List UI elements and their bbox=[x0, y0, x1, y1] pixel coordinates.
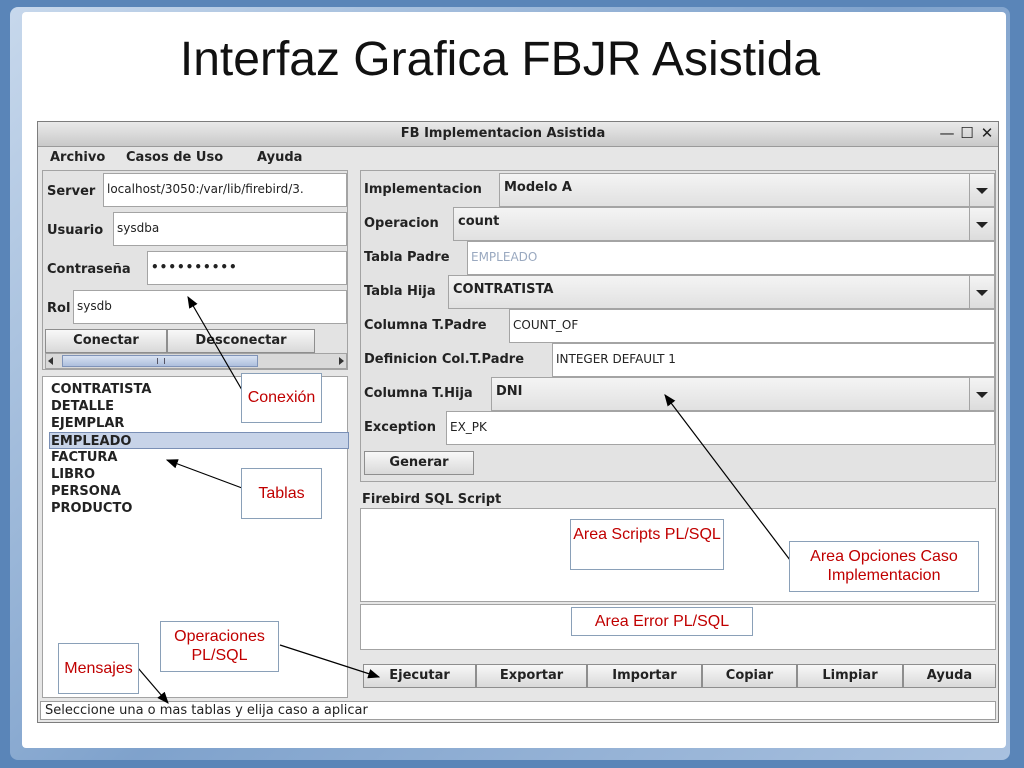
callout-mensajes: Mensajes bbox=[58, 643, 139, 694]
title-bar[interactable]: FB Implementacion Asistida — ☐ ✕ bbox=[38, 122, 998, 147]
role-input[interactable]: sysdb bbox=[73, 290, 347, 324]
role-label: Rol bbox=[47, 301, 71, 316]
callout-area-opciones: Area Opciones Caso Implementacion bbox=[789, 541, 979, 592]
menu-archivo[interactable]: Archivo bbox=[50, 150, 106, 165]
operacion-label: Operacion bbox=[364, 216, 439, 231]
callout-area-error: Area Error PL/SQL bbox=[571, 607, 753, 636]
menu-casos-de-uso[interactable]: Casos de Uso bbox=[126, 150, 224, 165]
export-button[interactable]: Exportar bbox=[476, 664, 587, 688]
slide-title: Interfaz Grafica FBJR Asistida bbox=[179, 33, 821, 86]
import-button[interactable]: Importar bbox=[587, 664, 702, 688]
columna-hija-select[interactable]: DNI bbox=[491, 377, 995, 411]
list-item[interactable]: PERSONA bbox=[51, 484, 121, 499]
menu-bar: Archivo Casos de Uso Ayuda bbox=[38, 147, 998, 167]
server-input[interactable]: localhost/3050:/var/lib/firebird/3. bbox=[103, 173, 347, 207]
columna-hija-value: DNI bbox=[496, 384, 523, 399]
list-item[interactable]: PRODUCTO bbox=[51, 501, 133, 516]
tabla-hija-label: Tabla Hija bbox=[364, 284, 436, 299]
operacion-value: count bbox=[458, 214, 500, 229]
chevron-down-icon[interactable] bbox=[969, 276, 994, 308]
columna-padre-input[interactable]: COUNT_OF bbox=[509, 309, 995, 343]
execute-button[interactable]: Ejecutar bbox=[363, 664, 476, 688]
status-bar: Seleccione una o mas tablas y elija caso… bbox=[40, 701, 996, 720]
close-button[interactable]: ✕ bbox=[980, 124, 994, 142]
horizontal-scrollbar[interactable] bbox=[45, 353, 347, 369]
list-item[interactable]: FACTURA bbox=[51, 450, 118, 465]
minimize-button[interactable]: — bbox=[939, 124, 955, 142]
area-opciones-arrow bbox=[664, 394, 791, 561]
list-item-selected[interactable]: EMPLEADO bbox=[49, 432, 349, 449]
implementacion-select[interactable]: Modelo A bbox=[499, 173, 995, 207]
callout-conexion: Conexión bbox=[241, 373, 322, 423]
implementacion-label: Implementacion bbox=[364, 182, 482, 197]
definicion-label: Definicion Col.T.Padre bbox=[364, 352, 525, 367]
arrow-right-icon[interactable] bbox=[339, 357, 344, 365]
tablas-arrow bbox=[165, 459, 243, 489]
script-section-label: Firebird SQL Script bbox=[362, 492, 502, 507]
callout-tablas: Tablas bbox=[241, 468, 322, 519]
list-item[interactable]: LIBRO bbox=[51, 467, 96, 482]
maximize-button[interactable]: ☐ bbox=[960, 124, 974, 142]
tabla-padre-label: Tabla Padre bbox=[364, 250, 450, 265]
list-item[interactable]: CONTRATISTA bbox=[51, 382, 152, 397]
disconnect-button[interactable]: Desconectar bbox=[167, 329, 315, 353]
window-title: FB Implementacion Asistida bbox=[400, 126, 606, 141]
list-item[interactable]: DETALLE bbox=[51, 399, 115, 414]
operaciones-arrow bbox=[279, 644, 381, 679]
password-input[interactable]: •••••••••• bbox=[147, 251, 347, 285]
tabla-hija-select[interactable]: CONTRATISTA bbox=[448, 275, 995, 309]
connect-button[interactable]: Conectar bbox=[45, 329, 167, 353]
list-item[interactable]: EJEMPLAR bbox=[51, 416, 125, 431]
connection-panel: Server localhost/3050:/var/lib/firebird/… bbox=[42, 170, 348, 370]
operacion-select[interactable]: count bbox=[453, 207, 995, 241]
callout-operaciones: Operaciones PL/SQL bbox=[160, 621, 279, 672]
exception-input[interactable]: EX_PK bbox=[446, 411, 995, 445]
user-input[interactable]: sysdba bbox=[113, 212, 347, 246]
menu-ayuda[interactable]: Ayuda bbox=[257, 150, 303, 165]
user-label: Usuario bbox=[47, 223, 104, 238]
server-label: Server bbox=[47, 184, 96, 199]
scroll-thumb[interactable] bbox=[62, 355, 258, 367]
options-panel: Implementacion Modelo A Operacion count … bbox=[360, 170, 996, 482]
help-button[interactable]: Ayuda bbox=[903, 664, 996, 688]
exception-label: Exception bbox=[364, 420, 436, 435]
implementacion-value: Modelo A bbox=[504, 180, 572, 195]
tabla-hija-value: CONTRATISTA bbox=[453, 282, 554, 297]
columna-hija-label: Columna T.Hija bbox=[364, 386, 473, 401]
definicion-input[interactable]: INTEGER DEFAULT 1 bbox=[552, 343, 995, 377]
scroll-grip-icon bbox=[157, 358, 165, 364]
mensajes-arrow bbox=[137, 667, 169, 704]
copy-button[interactable]: Copiar bbox=[702, 664, 797, 688]
chevron-down-icon[interactable] bbox=[969, 378, 994, 410]
arrow-left-icon[interactable] bbox=[48, 357, 53, 365]
columna-padre-label: Columna T.Padre bbox=[364, 318, 487, 333]
chevron-down-icon[interactable] bbox=[969, 208, 994, 240]
generate-button[interactable]: Generar bbox=[364, 451, 474, 475]
conexion-arrow bbox=[187, 295, 243, 391]
password-label: Contraseña bbox=[47, 262, 131, 277]
clear-button[interactable]: Limpiar bbox=[797, 664, 903, 688]
chevron-down-icon[interactable] bbox=[969, 174, 994, 206]
callout-area-scripts: Area Scripts PL/SQL bbox=[570, 519, 724, 570]
tabla-padre-input[interactable]: EMPLEADO bbox=[467, 241, 995, 275]
